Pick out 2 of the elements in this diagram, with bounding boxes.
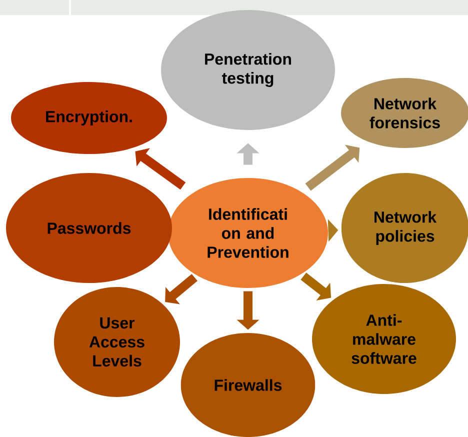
block-arrow xyxy=(305,144,360,191)
block-arrow xyxy=(165,274,198,304)
